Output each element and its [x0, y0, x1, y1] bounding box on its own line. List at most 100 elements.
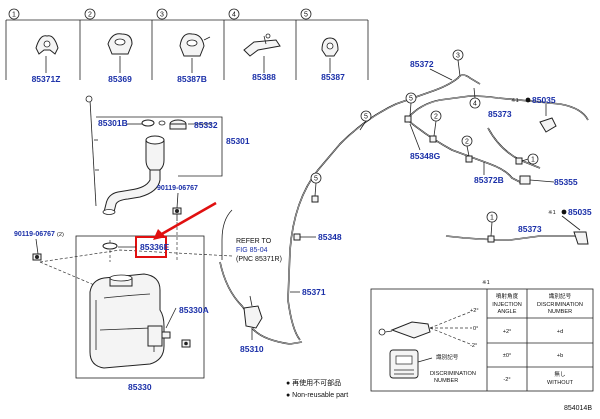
part-number-85371[interactable]: 85371: [302, 287, 326, 297]
table-ref-mark: ※1: [482, 279, 490, 286]
table-row-1-mark: +d: [557, 329, 563, 335]
part-number-90119-06767-a[interactable]: 90119-06767: [157, 185, 198, 192]
nozzle-angle-figure: +2° 0° -2°: [378, 308, 479, 379]
clip-85371z-drawing: [35, 35, 59, 55]
top-callout-3: 3: [156, 8, 168, 20]
hose-callout-5-b-label: 5: [364, 114, 368, 121]
figure-id: 854014B: [564, 405, 592, 412]
clamp-85369-drawing: [107, 33, 133, 55]
hose-callout-2-b-label: 2: [465, 139, 469, 146]
part-number-85330a[interactable]: 85330A: [179, 305, 209, 315]
clamp-85388-drawing: [243, 33, 281, 57]
top-callout-1: 1: [8, 8, 20, 20]
part-number-85388[interactable]: 85388: [252, 72, 276, 82]
top-callout-4-label: 4: [232, 12, 236, 19]
hose-callout-1-a: 1: [521, 153, 539, 165]
part-number-85301b[interactable]: 85301B: [98, 118, 128, 128]
non-reusable-dot-b: [561, 209, 567, 215]
hose-callout-2-a: 2: [430, 110, 442, 137]
bolts: 90119-06767 90119-06767 (2): [14, 185, 198, 261]
hose-callout-5-a-label: 5: [409, 96, 413, 103]
part-number-85330[interactable]: 85330: [128, 382, 152, 392]
table-row-1-angle: +2°: [503, 329, 512, 335]
part-number-85035-a[interactable]: 85035: [532, 95, 556, 105]
hose-callout-5-a: 5: [405, 92, 417, 117]
inlet-85301-drawing: [102, 135, 165, 215]
refer-fig-link[interactable]: FIG 85-04: [236, 247, 268, 254]
part-number-90119-06767-b[interactable]: 90119-06767: [14, 231, 55, 238]
part-number-85372b[interactable]: 85372B: [474, 175, 504, 185]
table-header-angle-en1: INJECTION: [492, 302, 522, 308]
table-row-3-mark-en: WITHOUT: [547, 380, 574, 386]
legend-jp: ● 再使用不可部品: [286, 378, 341, 387]
part-number-85387[interactable]: 85387: [321, 72, 345, 82]
clip-85387-drawing: [321, 37, 339, 57]
part-number-85373-a[interactable]: 85373: [488, 109, 512, 119]
hose-callout-4-label: 4: [473, 101, 477, 108]
top-row: 1 2 3 4 5: [5, 8, 369, 84]
part-number-85332[interactable]: 85332: [194, 120, 218, 130]
hose-callout-3-label: 3: [456, 53, 460, 60]
top-callout-1-label: 1: [12, 12, 16, 19]
part-number-85372[interactable]: 85372: [410, 59, 434, 69]
nozzle-85035-b-drawing: [573, 231, 589, 245]
ref-mark-a: ※1: [511, 97, 519, 104]
table-row-3-mark-jp: 無し: [554, 370, 566, 378]
hose-routing: 3 4 5 2 2 5 5: [251, 49, 592, 345]
top-callout-2-label: 2: [88, 12, 92, 19]
bolt-a-drawing: [172, 207, 182, 221]
part-number-85373-b[interactable]: 85373: [518, 224, 542, 234]
table-header-angle-jp: 噴射角度: [496, 292, 519, 300]
top-callout-3-label: 3: [160, 12, 164, 19]
cap-85332-drawing: [169, 119, 187, 130]
part-number-85355[interactable]: 85355: [554, 177, 578, 187]
filler-assembly: 85301B 85332 85301: [85, 95, 250, 215]
part-number-85371z[interactable]: 85371Z: [32, 74, 61, 84]
hose-callout-1-a-label: 1: [531, 157, 535, 164]
hose-callout-3: 3: [452, 49, 464, 77]
part-number-85301[interactable]: 85301: [226, 136, 250, 146]
part-number-85387b[interactable]: 85387B: [177, 74, 207, 84]
table-row-2-angle: ±0°: [503, 353, 511, 359]
figure-label-en2: NUMBER: [434, 378, 458, 384]
part-number-85348g[interactable]: 85348G: [410, 151, 441, 161]
figure-angle-zero: 0°: [473, 326, 478, 332]
pump-hose: 85310: [219, 261, 264, 354]
clip-tank-drawing: [181, 339, 191, 348]
table-row-3-angle: -2°: [503, 377, 510, 383]
bolt-b-drawing: [32, 253, 42, 261]
figure-label-en1: DISCRIMINATION: [430, 371, 476, 377]
refer-pnc-line: (PNC 85371R): [236, 256, 282, 263]
tank-85330-drawing: [89, 273, 165, 369]
hose-callout-1-b-label: 1: [490, 215, 494, 222]
table-header-disc-en2: NUMBER: [548, 309, 572, 315]
top-callout-4: 4: [228, 8, 240, 20]
part-number-85310[interactable]: 85310: [240, 344, 264, 354]
refer-to-line: REFER TO: [236, 238, 272, 245]
hose-callout-5-c-label: 5: [314, 176, 318, 183]
tank-assembly: 85330A 85330 85336E: [39, 222, 233, 392]
part-number-85035-b[interactable]: 85035: [568, 207, 592, 217]
figure-label-jp: 識別記号: [436, 353, 459, 361]
pump-85330a-drawing: [147, 325, 171, 352]
hose-callout-5-b: 5: [359, 110, 372, 131]
legend: ● 再使用不可部品 ● Non-reusable part: [286, 378, 348, 399]
figure-angle-minus2: -2°: [470, 343, 477, 349]
connector-85355-drawing: [519, 175, 531, 185]
table-header-disc-jp: 識別記号: [549, 292, 572, 300]
hose-callout-5-c: 5: [310, 172, 322, 197]
top-callout-5-label: 5: [304, 12, 308, 19]
bolt-b-quantity: (2): [57, 232, 64, 238]
hose-callout-2-b: 2: [461, 135, 473, 157]
part-number-85369[interactable]: 85369: [108, 74, 132, 84]
hose-callout-1-b: 1: [486, 211, 498, 237]
part-number-85348[interactable]: 85348: [318, 232, 342, 242]
nozzle-85035-a-drawing: [539, 117, 557, 133]
ref-mark-b: ※1: [548, 209, 556, 216]
table-header-angle-en2: ANGLE: [498, 309, 517, 315]
top-callout-5: 5: [300, 8, 312, 20]
part-number-85336e[interactable]: 85336E: [140, 242, 170, 252]
hose-callout-4: 4: [469, 87, 481, 109]
non-reusable-dot-a: [525, 97, 531, 103]
